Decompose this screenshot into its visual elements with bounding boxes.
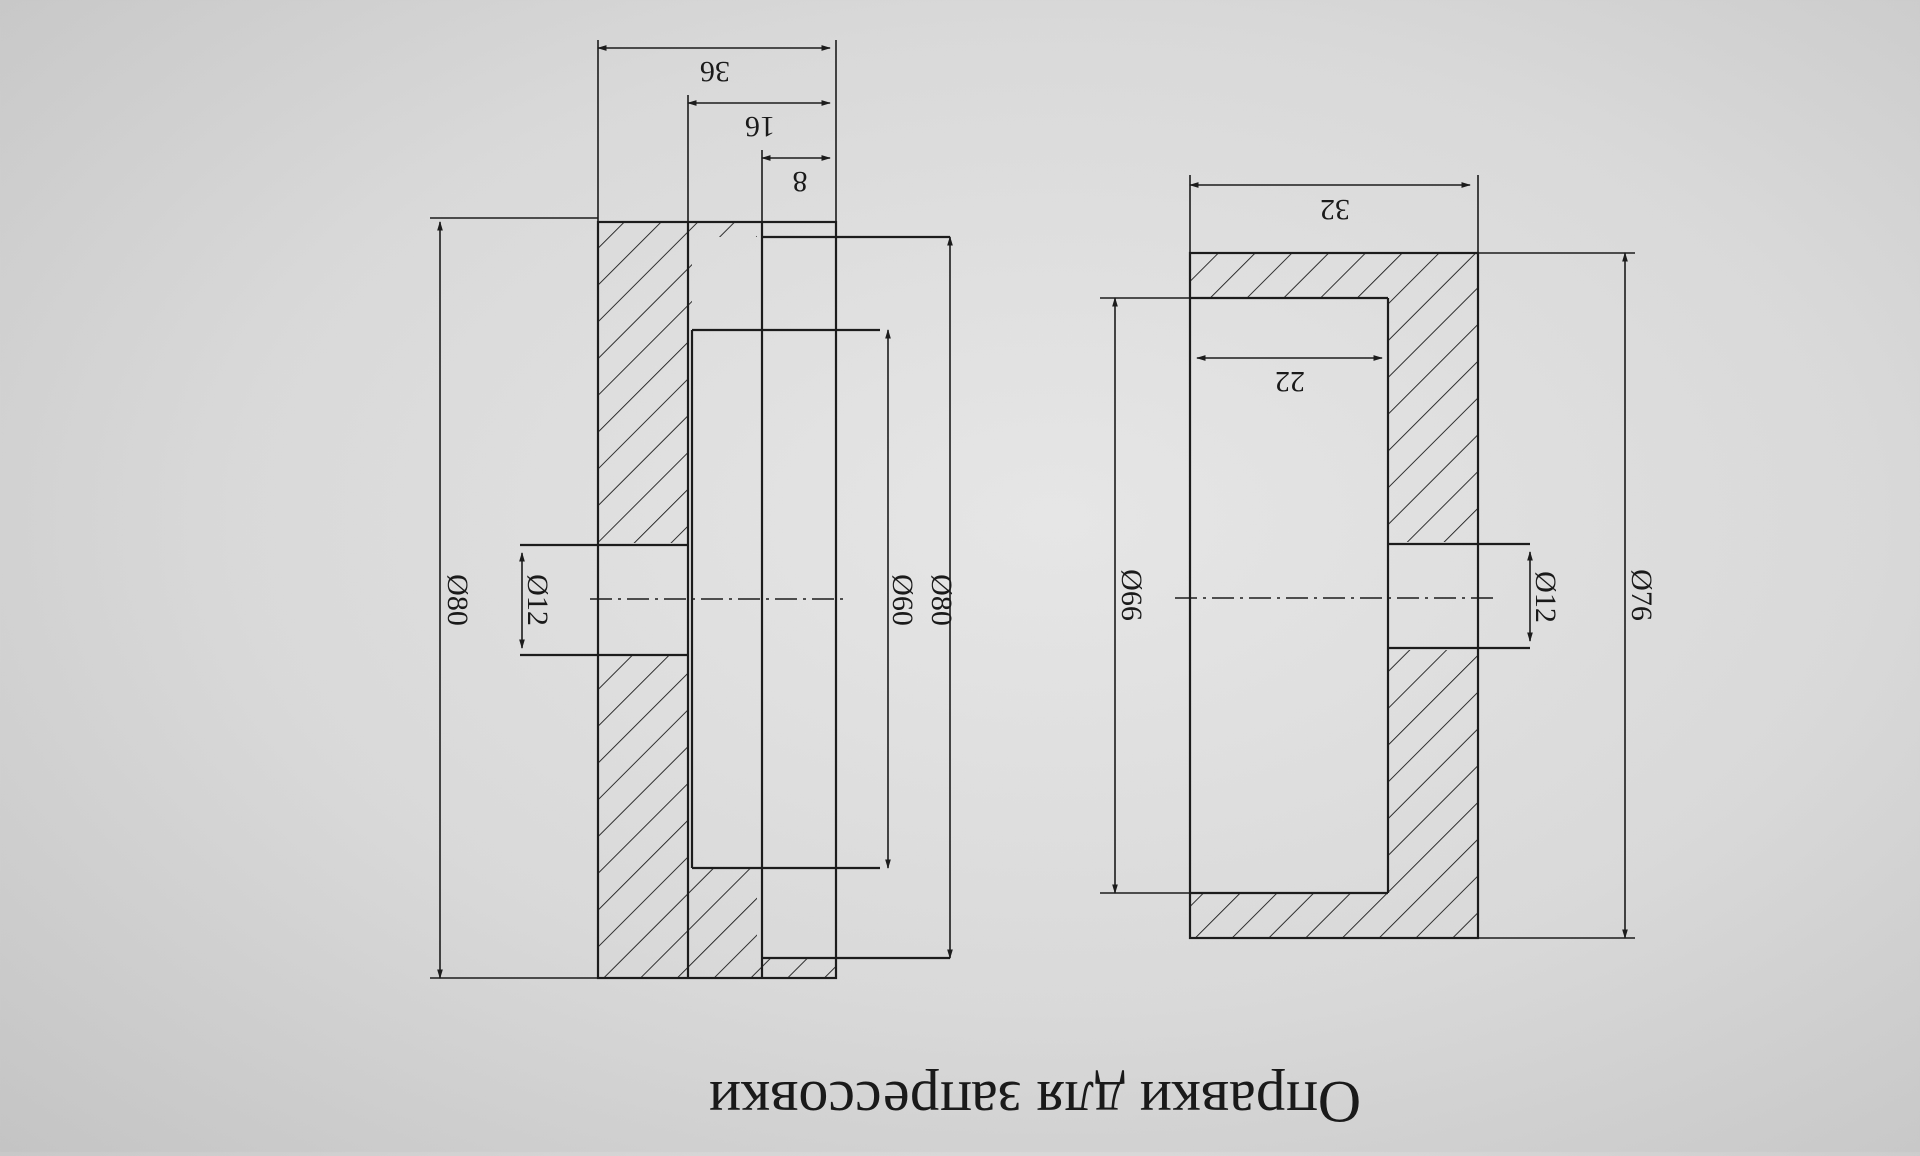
left-hole-diameter-label: Ø12 xyxy=(521,574,554,626)
left-step-length-label: 16 xyxy=(745,110,775,143)
drawing-caption: Оправки для запрессовки xyxy=(709,1069,1361,1135)
right-total-length-label: 32 xyxy=(1320,193,1350,226)
left-total-length-label: 36 xyxy=(700,55,730,88)
left-small-step-label: 8 xyxy=(793,165,808,198)
left-recess-diameter-label: Ø60 xyxy=(886,574,919,626)
right-hatched-section xyxy=(1190,253,1478,938)
left-outer-diameter-label: Ø80 xyxy=(441,574,474,626)
left-mandrel: Ø80 Ø80 Ø60 Ø12 36 16 8 xyxy=(430,40,958,980)
left-shoulder-diameter-label: Ø80 xyxy=(925,574,958,626)
right-outer-diameter-label: Ø76 xyxy=(1625,569,1658,621)
right-recess-depth-label: 22 xyxy=(1275,365,1305,398)
left-hatched-section xyxy=(598,222,836,978)
right-mandrel: Ø66 Ø76 Ø12 32 22 xyxy=(1100,175,1658,940)
right-recess-diameter-label: Ø66 xyxy=(1115,569,1148,621)
right-hole-diameter-label: Ø12 xyxy=(1529,571,1562,623)
